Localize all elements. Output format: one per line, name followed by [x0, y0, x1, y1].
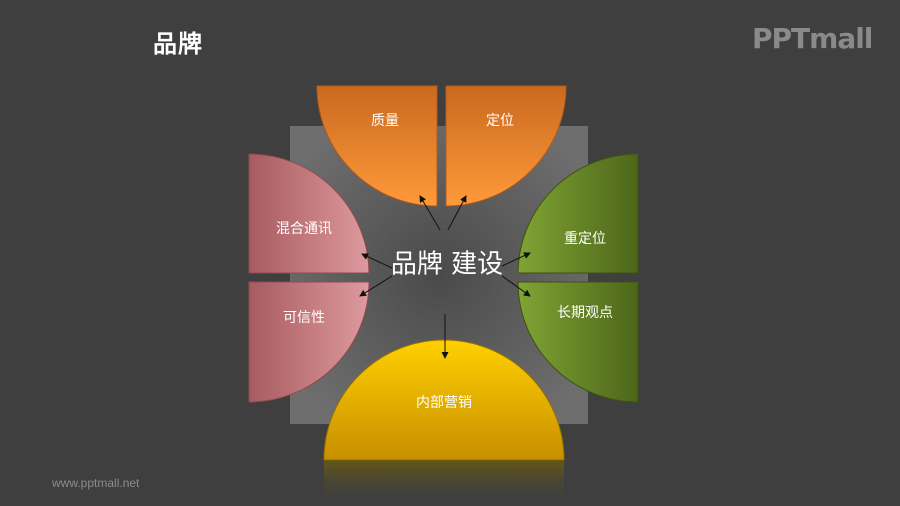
- label-positioning: 定位: [486, 113, 514, 129]
- label-credibility: 可信性: [283, 310, 325, 326]
- reflection: [324, 460, 564, 506]
- segment-internal-marketing[interactable]: [323, 339, 565, 461]
- segment-quality[interactable]: [316, 85, 438, 207]
- slide-title: 品牌: [153, 30, 203, 58]
- center-label: 品牌 建设: [390, 249, 504, 280]
- footer-url: www.pptmall.net: [52, 476, 140, 490]
- segment-credibility[interactable]: [248, 281, 370, 403]
- segment-repositioning[interactable]: [517, 153, 639, 274]
- label-integrated-comm: 混合通讯: [276, 221, 332, 237]
- label-repositioning: 重定位: [564, 231, 606, 247]
- label-long-term: 长期观点: [557, 305, 613, 321]
- pptmall-logo: PPTmall: [752, 22, 873, 55]
- segment-long-term[interactable]: [517, 281, 639, 403]
- label-quality: 质量: [371, 113, 399, 129]
- label-internal-marketing: 内部营销: [416, 395, 472, 411]
- arrows: [359, 195, 531, 359]
- segment-positioning[interactable]: [445, 85, 567, 207]
- segment-integrated-comm[interactable]: [248, 153, 370, 274]
